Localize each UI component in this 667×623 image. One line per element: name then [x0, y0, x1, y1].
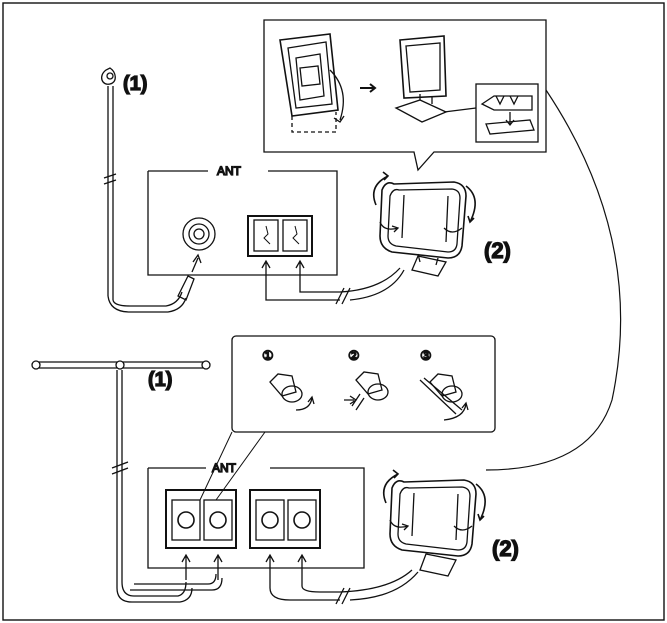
ant-label-top: ANT	[217, 164, 242, 178]
ant-label-bottom: ANT	[212, 461, 237, 475]
connector-curve	[485, 89, 622, 471]
label-fm-bottom: (1)	[148, 369, 172, 391]
label-am-top: (2)	[484, 238, 511, 263]
loop-assembly-inset	[263, 19, 547, 172]
fm-wire-antenna-top	[100, 67, 202, 313]
step-2-marker: ②	[348, 348, 360, 363]
step-3-marker: ③	[420, 348, 432, 363]
fm-t-antenna-bottom	[31, 360, 223, 603]
am-loop-antenna-top	[372, 171, 476, 277]
ant-panel-bottom	[147, 467, 419, 605]
label-fm-top: (1)	[123, 73, 147, 95]
steps-inset	[199, 335, 496, 501]
label-am-bottom: (2)	[492, 536, 519, 561]
am-loop-antenna-bottom	[382, 469, 486, 577]
step-1-marker: ①	[262, 348, 274, 363]
ant-panel-top	[147, 170, 405, 305]
